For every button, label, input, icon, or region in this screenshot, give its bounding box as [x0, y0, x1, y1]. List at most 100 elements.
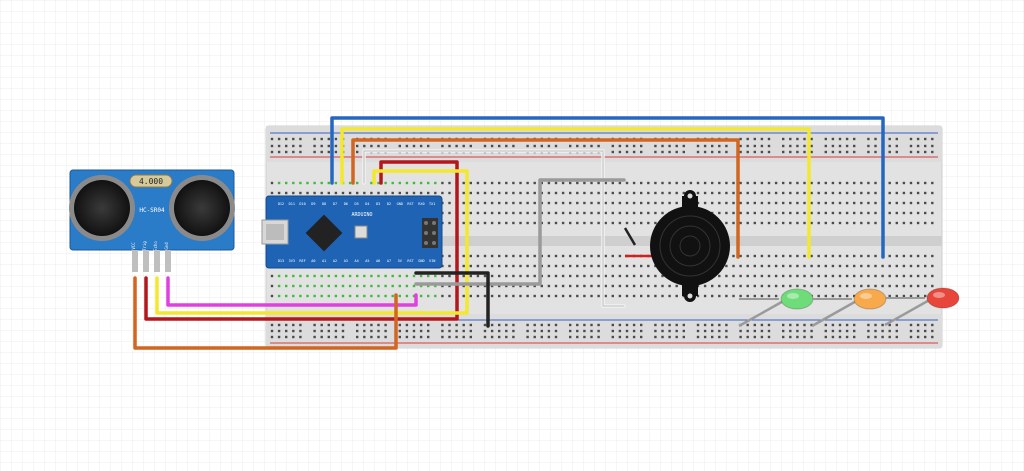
breadboard-hole: [462, 284, 465, 288]
breadboard-hole: [860, 254, 863, 258]
breadboard-hole: [696, 181, 700, 185]
breadboard-hole: [526, 191, 529, 195]
breadboard-hole: [611, 335, 614, 339]
breadboard-hole: [341, 284, 345, 288]
breadboard-hole: [746, 323, 749, 327]
breadboard-hole: [767, 181, 771, 185]
breadboard-hole: [498, 284, 501, 288]
breadboard-hole: [924, 211, 927, 215]
breadboard-hole: [725, 201, 728, 205]
breadboard-hole: [867, 284, 870, 288]
breadboard-hole: [427, 181, 430, 185]
breadboard-hole: [909, 201, 913, 205]
breadboard-hole: [845, 211, 849, 215]
breadboard-hole: [746, 211, 749, 215]
breadboard-hole: [519, 284, 522, 288]
breadboard-hole: [334, 181, 338, 185]
breadboard-hole: [277, 181, 281, 185]
breadboard-hole: [505, 181, 508, 185]
breadboard-hole: [505, 211, 508, 215]
breadboard-hole: [867, 191, 870, 195]
breadboard-hole: [448, 191, 451, 195]
breadboard-hole: [895, 150, 898, 154]
breadboard-hole: [746, 329, 749, 333]
breadboard-hole: [874, 144, 877, 148]
nano-pin-label: D9: [311, 202, 315, 206]
breadboard-hole: [782, 144, 785, 148]
nano-pin-label: TX1: [429, 202, 435, 206]
breadboard-hole: [909, 284, 913, 288]
breadboard-hole: [277, 294, 281, 298]
breadboard-hole: [618, 323, 622, 327]
breadboard-hole: [845, 181, 849, 185]
breadboard-hole: [803, 221, 806, 225]
breadboard-hole: [640, 329, 643, 333]
breadboard-hole: [455, 335, 458, 339]
breadboard-hole: [604, 254, 607, 258]
breadboard-hole: [476, 264, 480, 268]
breadboard-hole: [462, 264, 465, 268]
breadboard-hole: [874, 181, 877, 185]
breadboard-hole: [632, 323, 636, 327]
nano-pin-label: A2: [333, 259, 337, 263]
breadboard-hole: [427, 191, 430, 195]
led-highlight: [860, 293, 872, 299]
breadboard-hole: [739, 274, 742, 278]
breadboard-hole: [767, 274, 771, 278]
breadboard-hole: [867, 150, 870, 154]
breadboard-hole: [888, 150, 891, 154]
breadboard-hole: [625, 274, 629, 278]
breadboard-hole: [895, 329, 898, 333]
breadboard-hole: [909, 150, 913, 154]
breadboard-hole: [845, 329, 849, 333]
breadboard-hole: [377, 191, 380, 195]
breadboard-hole: [505, 144, 508, 148]
breadboard-hole: [327, 150, 330, 154]
breadboard-hole: [320, 181, 323, 185]
breadboard-hole: [732, 284, 735, 288]
breadboard-hole: [356, 294, 359, 298]
breadboard-hole: [782, 211, 785, 215]
breadboard-hole: [739, 294, 742, 298]
breadboard-hole: [753, 284, 756, 288]
breadboard-hole: [448, 329, 451, 333]
breadboard-hole: [810, 150, 813, 154]
breadboard-hole: [718, 323, 721, 327]
breadboard-hole: [576, 144, 579, 148]
breadboard-hole: [853, 181, 856, 185]
breadboard-hole: [441, 284, 444, 288]
breadboard-hole: [909, 144, 913, 148]
breadboard-hole: [831, 191, 835, 195]
breadboard-hole: [803, 150, 806, 154]
breadboard-hole: [810, 181, 813, 185]
breadboard-hole: [924, 150, 927, 154]
breadboard-hole: [512, 191, 515, 195]
breadboard-hole: [377, 274, 380, 278]
breadboard-hole: [327, 144, 330, 148]
breadboard-hole: [767, 201, 771, 205]
breadboard-hole: [732, 221, 735, 225]
breadboard-hole: [718, 150, 721, 154]
breadboard-hole: [448, 181, 451, 185]
breadboard-hole: [824, 274, 827, 278]
breadboard-hole: [576, 181, 579, 185]
breadboard-hole: [547, 329, 551, 333]
breadboard-hole: [462, 323, 465, 327]
breadboard-hole: [725, 274, 728, 278]
breadboard-hole: [391, 274, 394, 278]
breadboard-hole: [370, 284, 373, 288]
breadboard-hole: [817, 191, 820, 195]
breadboard-hole: [498, 294, 501, 298]
breadboard-hole: [774, 274, 778, 278]
breadboard-hole: [505, 323, 508, 327]
breadboard-hole: [767, 191, 771, 195]
breadboard-hole: [611, 274, 614, 278]
breadboard-hole: [924, 201, 927, 205]
breadboard-hole: [725, 284, 728, 288]
breadboard-hole: [803, 211, 806, 215]
breadboard-hole: [554, 335, 558, 339]
breadboard-hole: [490, 191, 494, 195]
breadboard-hole: [398, 323, 401, 327]
breadboard-hole: [554, 144, 558, 148]
breadboard-hole: [590, 335, 593, 339]
